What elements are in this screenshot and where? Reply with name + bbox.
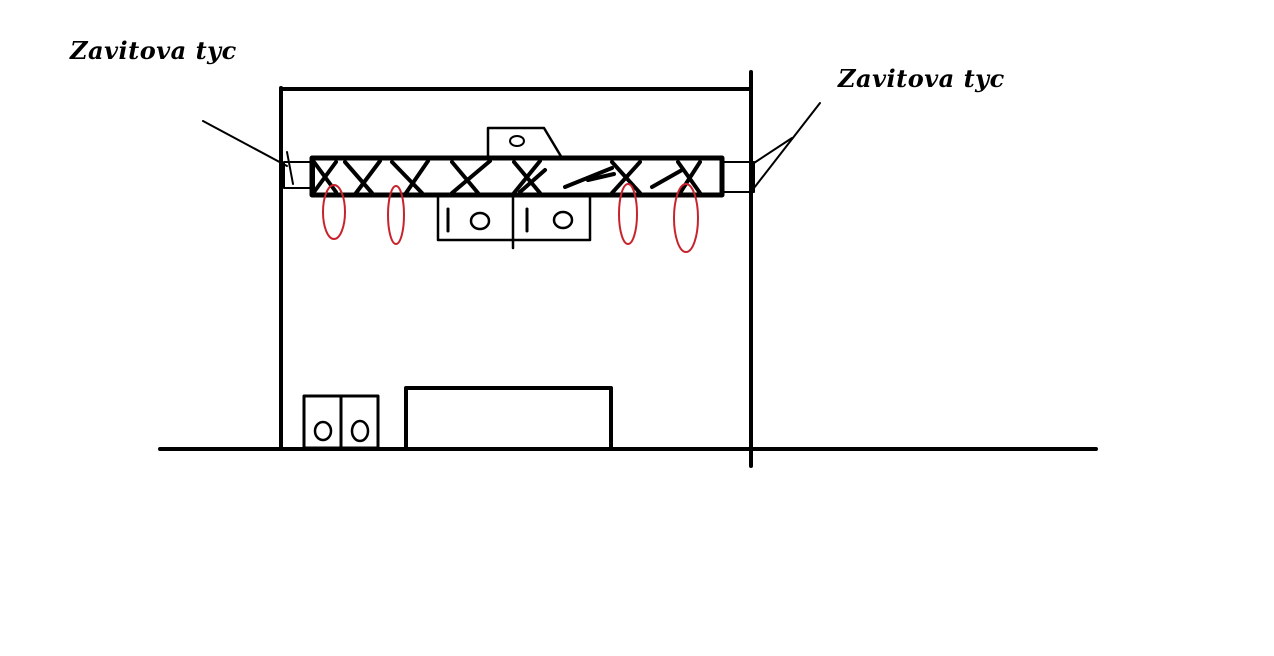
leader-line-right xyxy=(753,102,821,189)
leader-line-right-2 xyxy=(753,137,793,164)
highlight-ring-3 xyxy=(618,183,638,245)
rod-top-bracket xyxy=(486,126,564,160)
floor-socket-box xyxy=(302,394,380,451)
label-threaded-rod-left: Zavitova tyc xyxy=(70,36,237,65)
floor-cabinet xyxy=(404,386,613,451)
leader-line-left-2 xyxy=(286,151,294,185)
highlight-ring-4 xyxy=(673,183,699,253)
highlight-ring-1 xyxy=(322,184,346,240)
rod-hatching xyxy=(312,159,702,195)
bracket-hole xyxy=(509,135,525,147)
highlight-rings xyxy=(322,183,699,253)
label-threaded-rod-right: Zavitova tyc xyxy=(838,64,1005,93)
leader-line-left xyxy=(202,120,288,167)
threaded-rod xyxy=(309,155,725,198)
highlight-ring-2 xyxy=(387,185,405,245)
hanging-socket-unit xyxy=(436,193,592,250)
